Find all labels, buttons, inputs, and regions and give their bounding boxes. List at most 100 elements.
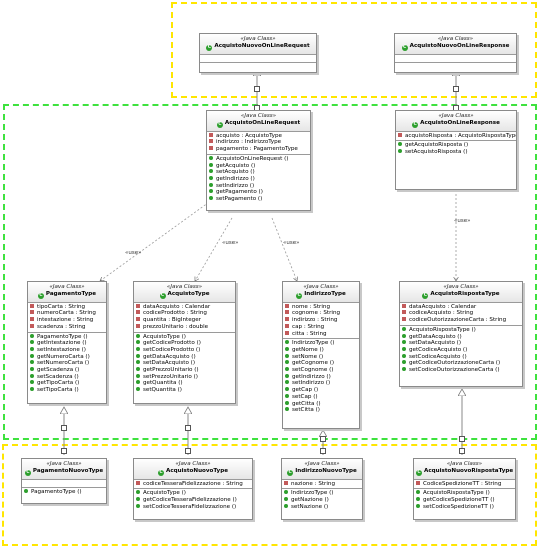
connector-handle[interactable] xyxy=(459,436,465,442)
operation-row[interactable]: AcquistoRispostaType () xyxy=(416,490,513,497)
connector-handle[interactable] xyxy=(459,448,465,454)
operation-row[interactable]: getCodiceAcquisto () xyxy=(402,346,520,354)
operation-row[interactable]: getIndirizzo () xyxy=(285,373,357,381)
operation-row[interactable]: getPrezzoUnitario () xyxy=(136,367,233,374)
operation-row[interactable]: setCodiceProdotto () xyxy=(136,346,233,354)
operation-row[interactable]: setCap () xyxy=(285,393,357,401)
attribute-row[interactable]: prezzoUnitario : double xyxy=(136,323,233,331)
operation-row[interactable]: IndirizzoType () xyxy=(284,490,360,497)
attribute-row[interactable]: nome : String xyxy=(285,303,357,311)
operation-row[interactable]: getAcquisto () xyxy=(209,162,308,170)
operation-row[interactable]: getCognome () xyxy=(285,360,357,367)
operation-row[interactable]: getNumeroCarta () xyxy=(30,353,104,361)
connector-handle[interactable] xyxy=(254,86,260,92)
operation-row[interactable]: getTipoCarta () xyxy=(30,380,104,387)
connector-handle[interactable] xyxy=(185,448,191,454)
attribute-row[interactable]: cap : String xyxy=(285,323,357,331)
operation-row[interactable]: setIndirizzo () xyxy=(285,380,357,387)
operation-row[interactable]: getCodiceTesseraFidelizzazione () xyxy=(136,497,250,504)
attribute-row[interactable]: codiceTesseraFidelizzazione : String xyxy=(136,480,250,488)
operation-row[interactable]: AcquistoType () xyxy=(136,490,250,497)
operation-row[interactable]: setDataAcquisto () xyxy=(136,360,233,367)
operation-row[interactable]: setCodiceTesseraFidelizzazione () xyxy=(136,503,250,511)
attribute-row[interactable]: codiceOutorizzazioneCarta : String xyxy=(402,317,520,324)
connector-handle[interactable] xyxy=(320,448,326,454)
attribute-row[interactable]: indirizzo : IndirizzoType xyxy=(209,139,308,146)
operation-row[interactable]: setIntestazione () xyxy=(30,346,104,354)
attribute-row[interactable]: acquisto : AcquistoType xyxy=(209,132,308,140)
attribute-row[interactable]: quantita : BigInteger xyxy=(136,317,233,324)
operation-row[interactable]: getCodiceOutorizzazioneCarta () xyxy=(402,360,520,367)
operation-row[interactable]: setCitta () xyxy=(285,407,357,414)
operation-row[interactable]: getCodiceProdotto () xyxy=(136,340,233,347)
attribute-row[interactable]: citta : String xyxy=(285,330,357,338)
operation-row[interactable]: getCodiceSpedizioneTT () xyxy=(416,497,513,504)
operation-row[interactable]: getCap () xyxy=(285,387,357,394)
operation-row[interactable]: setNome () xyxy=(285,353,357,361)
attribute-row[interactable]: cognome : String xyxy=(285,310,357,317)
operation-row[interactable]: PagamentoType () xyxy=(30,333,104,341)
operation-row[interactable]: AcquistoType () xyxy=(136,333,233,341)
attribute-row[interactable]: codiceProdotto : String xyxy=(136,310,233,317)
operation-row[interactable]: setQuantita () xyxy=(136,387,233,394)
operation-row[interactable]: AcquistoRispostaType () xyxy=(402,326,520,334)
operation-row[interactable]: getNazione () xyxy=(284,497,360,504)
attribute-row[interactable]: numeroCarta : String xyxy=(30,310,104,317)
connector-handle[interactable] xyxy=(185,425,191,431)
operation-row[interactable]: setDataAcquisto () xyxy=(402,340,520,347)
operation-row[interactable]: setPrezzoUnitario () xyxy=(136,373,233,381)
attribute-row[interactable]: intestazione : String xyxy=(30,317,104,324)
operation-row[interactable]: getIndirizzo () xyxy=(209,175,308,183)
connector-handle[interactable] xyxy=(320,436,326,442)
attribute-row[interactable]: CodiceSpedizioneTT : String xyxy=(416,480,513,488)
operation-row[interactable]: setPagamento () xyxy=(209,196,308,203)
attribute-row[interactable]: dataAcquisto : Calendar xyxy=(402,303,520,311)
operation-row[interactable]: AcquistoOnLineRequest () xyxy=(209,155,308,163)
operation-row[interactable]: getQuantita () xyxy=(136,380,233,387)
operation-row[interactable]: getPagamento () xyxy=(209,189,308,196)
operation-row[interactable]: setAcquisto () xyxy=(209,169,308,176)
operation-row[interactable]: setScadenza () xyxy=(30,373,104,381)
operation-row[interactable]: setIndirizzo () xyxy=(209,182,308,190)
attribute-row[interactable]: tipoCarta : String xyxy=(30,303,104,311)
operation-row[interactable]: getNome () xyxy=(285,346,357,354)
operation-row[interactable]: getIntestazione () xyxy=(30,340,104,347)
operation-row[interactable]: setCodiceSpedizioneTT () xyxy=(416,503,513,511)
operation-row[interactable]: setTipoCarta () xyxy=(30,387,104,394)
operation-row[interactable]: getAcquistoRisposta () xyxy=(398,142,514,149)
operation-row[interactable]: getCitta () xyxy=(285,400,357,408)
operation-row[interactable]: setCognome () xyxy=(285,367,357,374)
attribute-row[interactable]: acquistoRisposta : AcquistoRispostaType xyxy=(398,132,516,140)
attribute-row[interactable]: dataAcquisto : Calendar xyxy=(136,303,233,311)
attribute-row[interactable]: indirizzo : String xyxy=(285,317,357,324)
connector-handle[interactable] xyxy=(61,425,67,431)
operation-row[interactable]: getDataAcquisto () xyxy=(136,353,233,361)
attribute-row[interactable]: scadenza : String xyxy=(30,323,104,331)
attribute-row[interactable]: codiceAcquisto : String xyxy=(402,310,520,317)
operation-row[interactable]: setNazione () xyxy=(284,503,360,511)
operation-row[interactable]: setCodiceAcquisto () xyxy=(402,353,520,361)
connector-handle[interactable] xyxy=(453,86,459,92)
attribute-row[interactable]: pagamento : PagamentoType xyxy=(209,146,308,153)
operation-row[interactable]: setNumeroCarta () xyxy=(30,360,104,367)
operation-row[interactable]: setCodiceOutorizzazioneCarta () xyxy=(402,367,520,374)
operation-row[interactable]: setAcquistoRisposta () xyxy=(398,149,514,156)
operation-row[interactable]: getDataAcquisto () xyxy=(402,333,520,341)
connector-handle[interactable] xyxy=(61,448,67,454)
attribute-row[interactable]: nazione : String xyxy=(284,480,360,488)
operation-row[interactable]: getScadenza () xyxy=(30,367,104,374)
operation-row[interactable]: IndirizzoType () xyxy=(285,340,357,347)
operation-row[interactable]: PagamentoType () xyxy=(24,488,104,496)
